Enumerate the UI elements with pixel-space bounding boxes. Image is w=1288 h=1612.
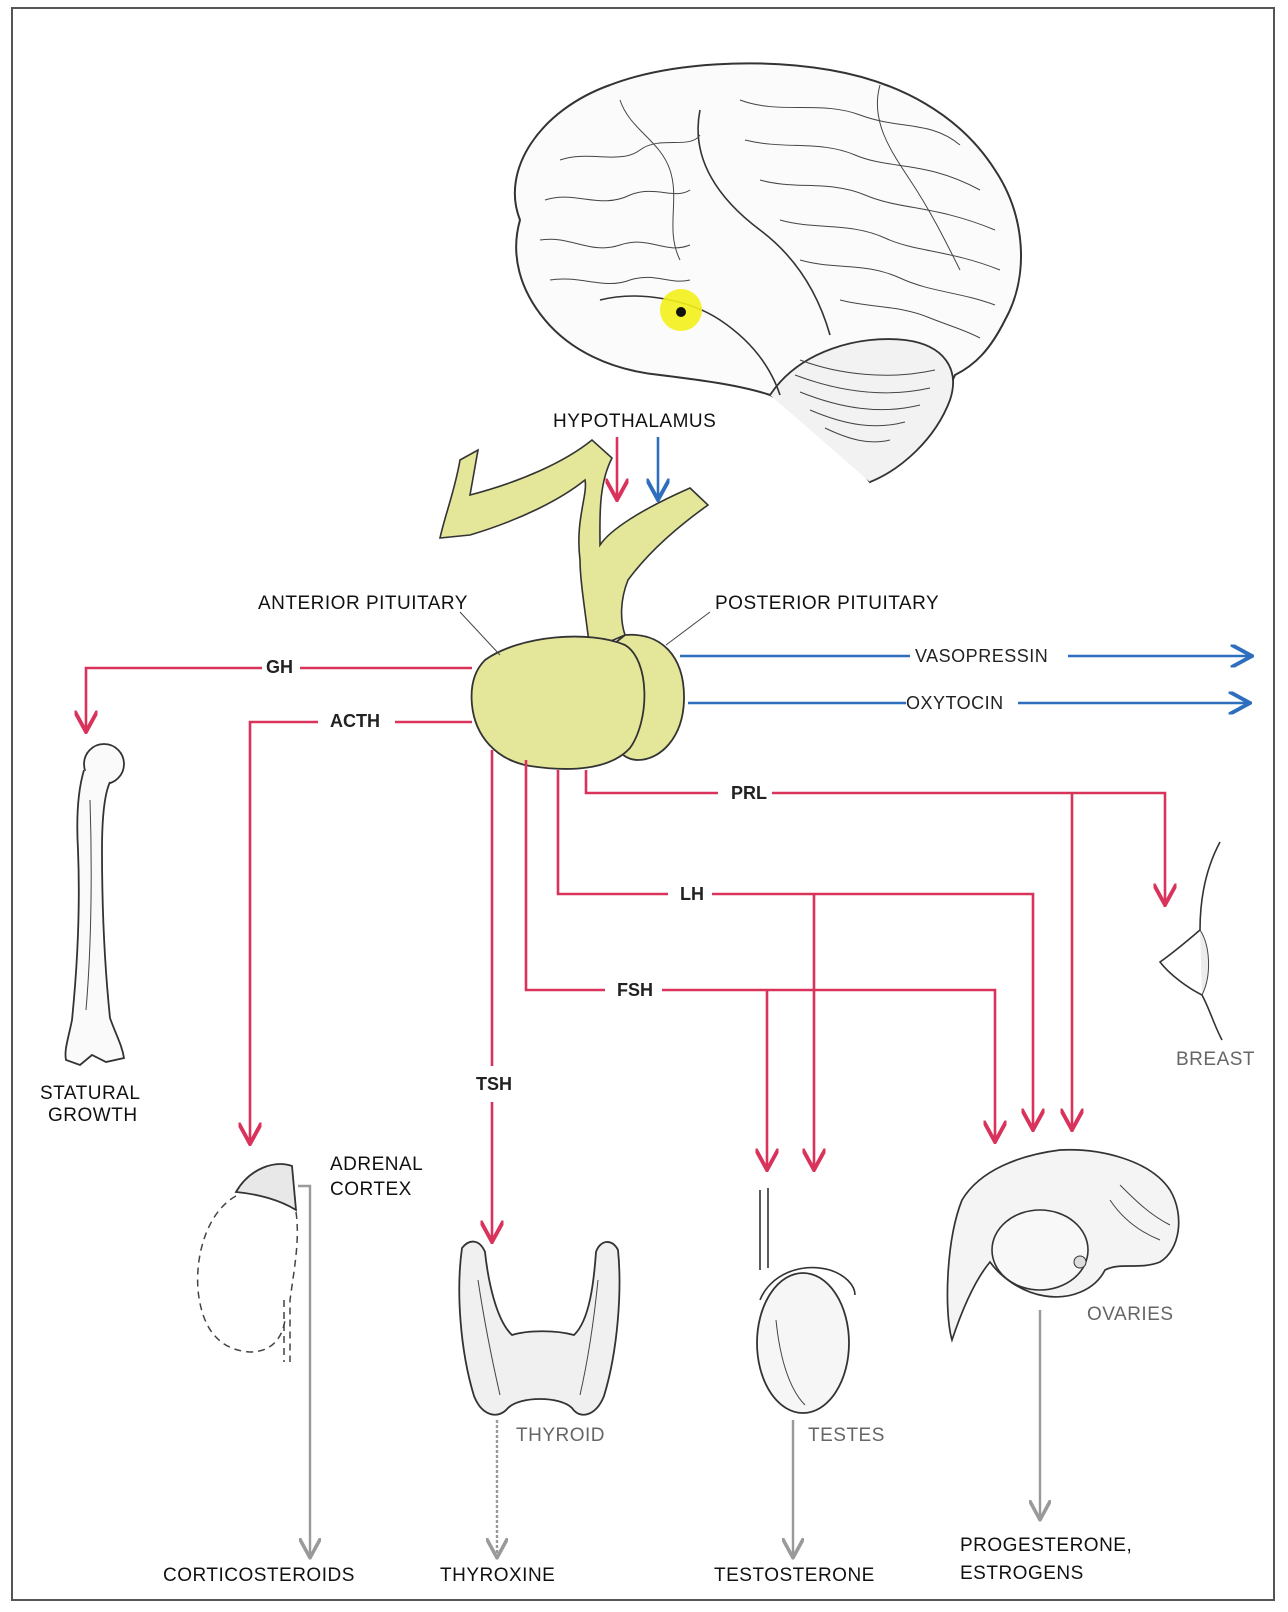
testes-label: TESTES [808, 1425, 885, 1446]
acth-label: ACTH [330, 711, 380, 731]
adrenal-cortex-label-line2: CORTEX [330, 1179, 412, 1200]
pituitary-gland [440, 440, 708, 769]
oxytocin-label: OXYTOCIN [906, 693, 1004, 713]
thyroxine-label: THYROXINE [440, 1565, 555, 1586]
acth-arrow [250, 722, 472, 1142]
prl-label: PRL [731, 783, 767, 803]
fsh-label: FSH [617, 980, 653, 1000]
anterior-pituitary-leader [460, 612, 500, 655]
posterior-pituitary-label: POSTERIOR PITUITARY [715, 593, 939, 614]
anterior-pituitary-label: ANTERIOR PITUITARY [258, 593, 468, 614]
testis-icon [757, 1188, 855, 1413]
testosterone-label: TESTOSTERONE [714, 1565, 875, 1586]
prl-arrow-base [586, 770, 1165, 903]
lh-arrow-base [558, 770, 1033, 1128]
tsh-label: TSH [476, 1074, 512, 1094]
statural-growth-label-line1: STATURAL [40, 1083, 140, 1104]
breast-label: BREAST [1176, 1049, 1255, 1070]
adrenal-cortex-label-line1: ADRENAL [330, 1154, 423, 1175]
corticosteroids-label: CORTICOSTEROIDS [163, 1565, 355, 1586]
ovaries-label: OVARIES [1087, 1304, 1174, 1325]
corticosteroids-arrow [298, 1186, 310, 1556]
hypothalamus-label: HYPOTHALAMUS [553, 411, 716, 432]
progesterone-label-line2: ESTROGENS [960, 1563, 1084, 1584]
adrenal-kidney-icon [198, 1164, 298, 1362]
thyroid-label: THYROID [516, 1425, 605, 1446]
posterior-pituitary-leader [666, 612, 710, 645]
lh-label: LH [680, 884, 704, 904]
vasopressin-label: VASOPRESSIN [915, 646, 1048, 666]
hypothalamus-nucleus-icon [676, 307, 686, 317]
fsh-arrow-base [526, 760, 995, 1140]
breast-icon [1160, 842, 1222, 1040]
gh-label: GH [266, 657, 293, 677]
statural-growth-label-line2: GROWTH [48, 1105, 138, 1126]
progesterone-label-line1: PROGESTERONE, [960, 1535, 1132, 1556]
femur-bone-icon [65, 744, 124, 1065]
thyroid-gland-icon [459, 1242, 619, 1415]
